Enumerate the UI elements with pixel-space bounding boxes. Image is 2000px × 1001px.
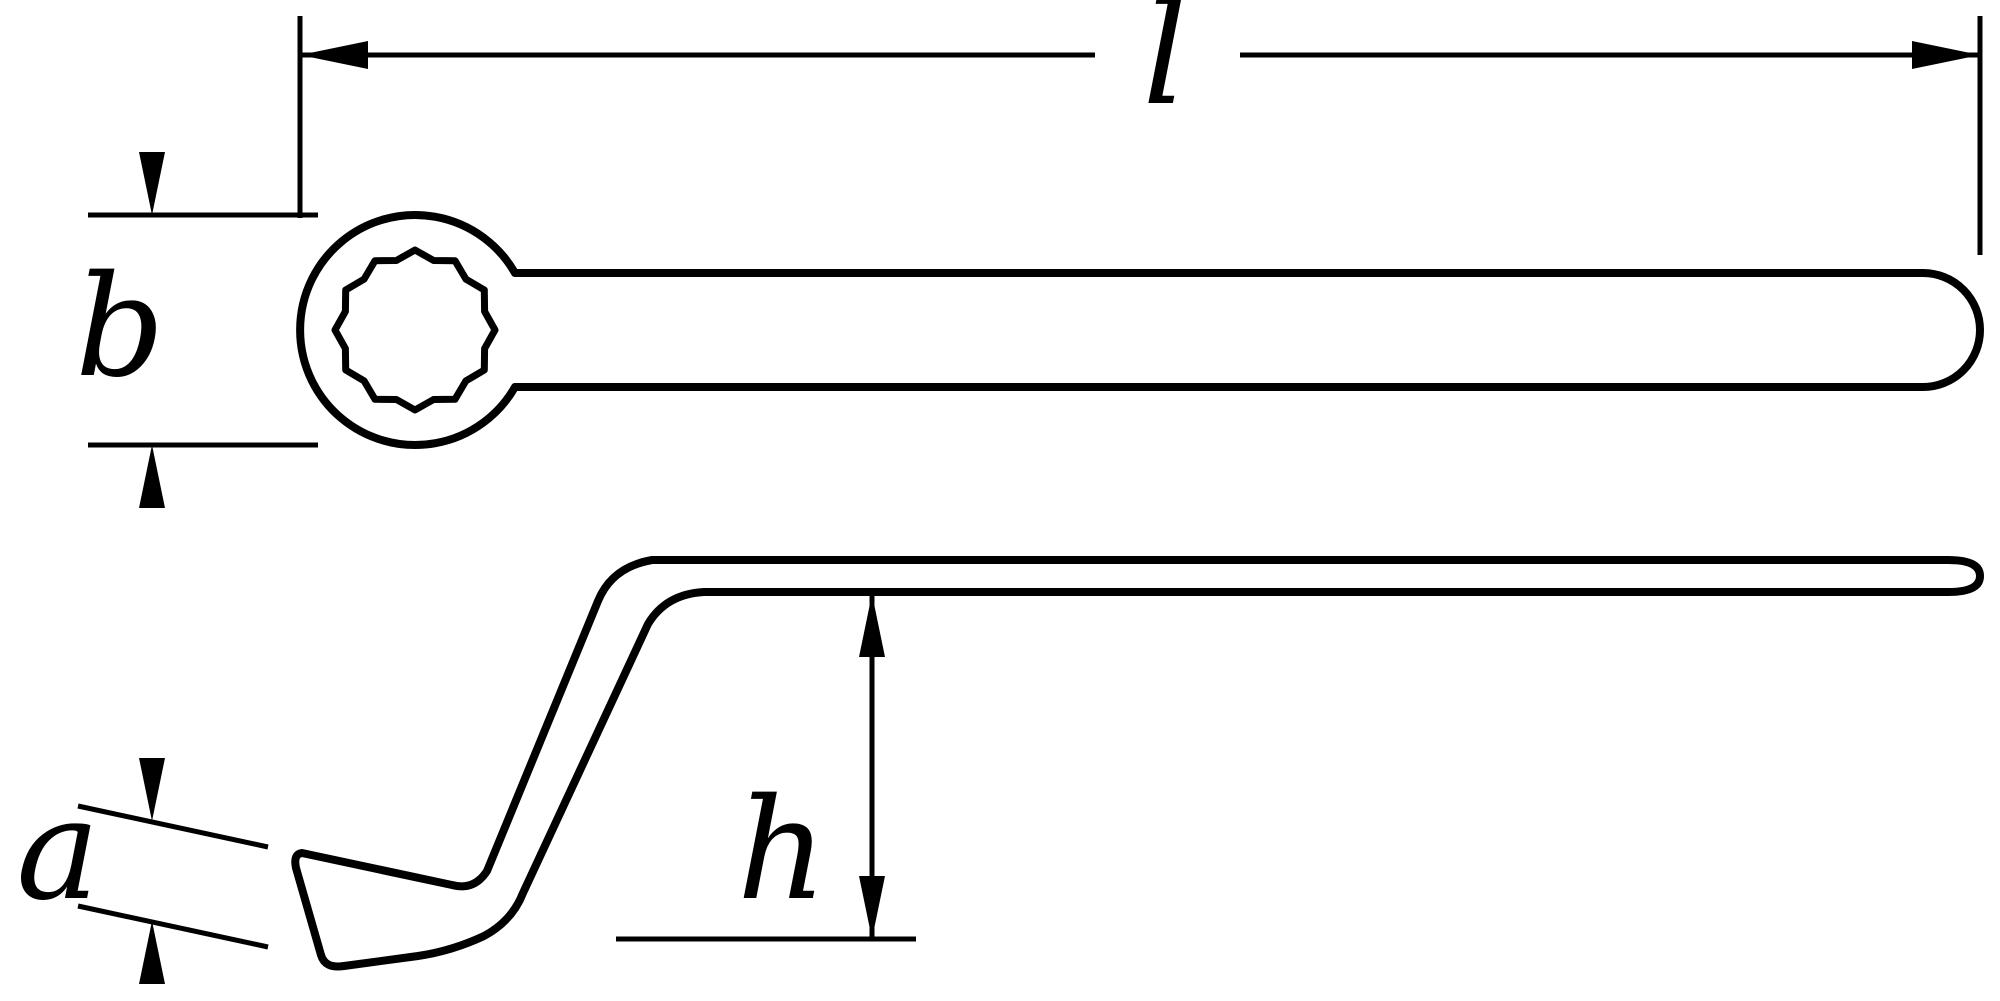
dimension-ring-width: b: [75, 152, 318, 508]
dimension-label-ring-width: b: [75, 246, 165, 409]
dimension-arrow-down-icon: [859, 876, 885, 939]
dimension-length: l: [297, 0, 1983, 255]
dimension-arrow-up-icon: [139, 445, 165, 508]
wrench-outline-side: [291, 556, 1984, 971]
tick-line-top: [77, 803, 269, 850]
wrench-outline-top: [296, 211, 1984, 449]
dimension-arrow-right-icon: [1912, 41, 1980, 69]
dimension-label-length: l: [1143, 0, 1188, 137]
top-view: [296, 211, 1984, 449]
dimension-arrow-down-icon: [139, 152, 165, 215]
dimension-offset-height: h: [616, 594, 916, 942]
dimension-label-head-thickness: a: [16, 769, 99, 932]
dimension-arrow-up-icon: [859, 594, 885, 657]
dimension-label-offset-height: h: [737, 769, 827, 932]
dimension-arrow-left-icon: [300, 41, 368, 69]
dimension-arrow-down-icon: [139, 758, 165, 821]
tick-line-bottom: [77, 903, 269, 950]
side-view: [291, 556, 1984, 971]
dimension-head-thickness: a: [16, 758, 269, 984]
dimension-arrow-up-icon: [139, 921, 165, 984]
ring-opening-12point: [331, 246, 499, 414]
